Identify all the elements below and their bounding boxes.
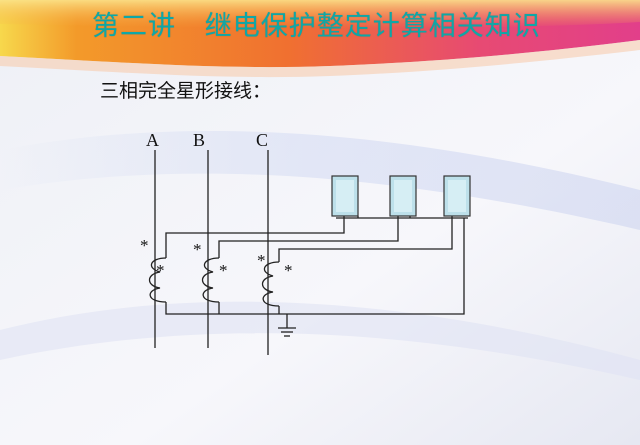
phase-label-a: A	[146, 130, 159, 150]
polarity-mark-a2: *	[156, 261, 165, 280]
neutral-return	[165, 218, 465, 315]
polarity-mark-c1: *	[257, 251, 266, 270]
slide-title: 第二讲 继电保护整定计算相关知识	[92, 11, 541, 42]
polarity-mark-b2: *	[219, 261, 228, 280]
lead-a	[165, 216, 345, 258]
phase-label-b: B	[193, 130, 205, 150]
ct-b-coil	[201, 257, 220, 303]
polarity-mark-b1: *	[193, 240, 202, 259]
lead-c	[278, 216, 453, 262]
polarity-mark-a1: *	[140, 236, 149, 255]
phase-label-c: C	[256, 130, 268, 150]
ct-c-coil	[261, 261, 280, 307]
slide-subtitle: 三相完全星形接线：	[100, 80, 272, 102]
polarity-mark-c2: *	[284, 261, 293, 280]
lead-b	[218, 216, 399, 258]
ct-a-coil	[148, 257, 167, 303]
